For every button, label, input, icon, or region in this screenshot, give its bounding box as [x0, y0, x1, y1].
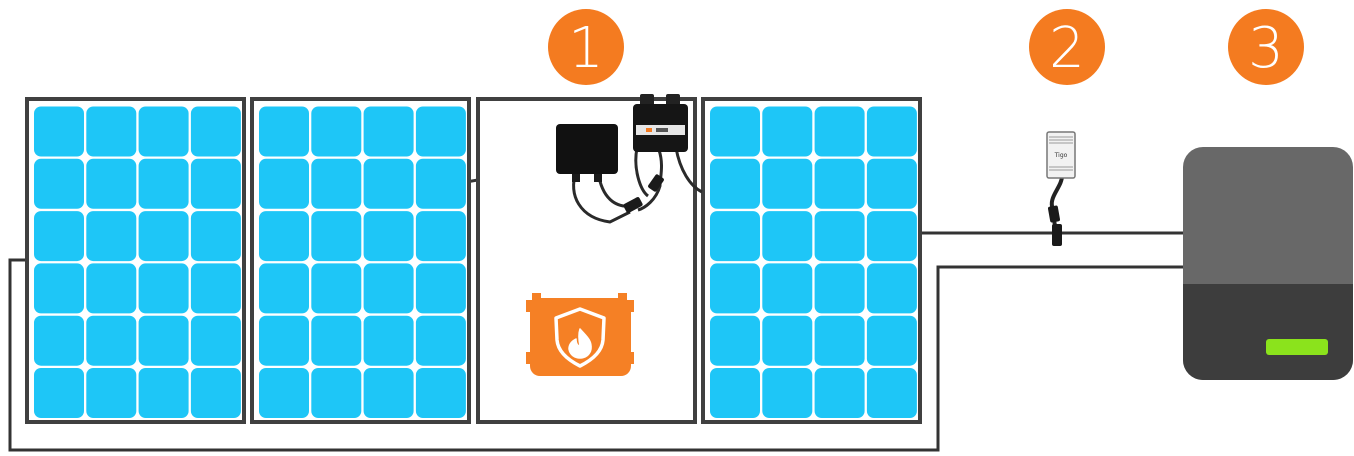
solar-cell [138, 158, 189, 209]
solar-cell [415, 263, 466, 314]
solar-cell [866, 315, 917, 366]
solar-cell [86, 106, 137, 157]
solar-cell [311, 315, 362, 366]
solar-cell [138, 263, 189, 314]
solar-cell [814, 263, 865, 314]
solar-cell [415, 211, 466, 262]
solar-cell [138, 106, 189, 157]
solar-cell [866, 263, 917, 314]
solar-cell [814, 158, 865, 209]
step-number-3: 3 [1248, 16, 1284, 81]
solar-cell [710, 106, 760, 157]
solar-cell [710, 315, 760, 366]
din-rail-switch-icon: Tigo [1046, 131, 1076, 179]
solar-cell [866, 368, 917, 418]
solar-cell [710, 263, 760, 314]
solar-cell [34, 368, 84, 418]
solar-cell [138, 315, 189, 366]
solar-cell [34, 315, 84, 366]
solar-panel-2 [250, 97, 471, 424]
solar-cell [190, 263, 241, 314]
solar-cell [814, 211, 865, 262]
solar-cell [363, 368, 414, 418]
solar-cell [190, 211, 241, 262]
solar-cell [762, 315, 813, 366]
solar-cell [311, 106, 362, 157]
solar-cell [710, 211, 760, 262]
solar-cell [190, 106, 241, 157]
rapid-shutdown-switch: Tigo [1046, 131, 1076, 246]
mc4-connectors [572, 172, 664, 213]
panel-optimizer [633, 94, 688, 152]
solar-cell [814, 315, 865, 366]
fire-shield-icon [554, 307, 606, 368]
solar-cell [363, 158, 414, 209]
solar-cell [363, 263, 414, 314]
solar-cell [259, 315, 309, 366]
solar-cell [190, 315, 241, 366]
solar-cell [762, 106, 813, 157]
solar-cell [762, 211, 813, 262]
step-badge-2: 2 [1029, 9, 1105, 85]
step-number-1: 1 [568, 16, 604, 81]
solar-cell [259, 106, 309, 157]
solar-cell [86, 158, 137, 209]
junction-box [556, 124, 618, 174]
solar-cell [866, 211, 917, 262]
solar-cell [866, 106, 917, 157]
solar-cell [762, 368, 813, 418]
solar-cell [311, 158, 362, 209]
solar-cell [259, 368, 309, 418]
solar-cell [363, 106, 414, 157]
solar-panel-4 [701, 97, 922, 424]
solar-cell [814, 106, 865, 157]
solar-cell [762, 263, 813, 314]
solar-cell [86, 211, 137, 262]
solar-cell [363, 315, 414, 366]
solar-cell [311, 263, 362, 314]
solar-cell [86, 315, 137, 366]
solar-cell [34, 211, 84, 262]
solar-cell [190, 158, 241, 209]
solar-panel-1 [25, 97, 246, 424]
solar-cell [311, 211, 362, 262]
solar-cell [34, 263, 84, 314]
step-badge-1: 1 [548, 9, 624, 85]
step-badge-3: 3 [1228, 9, 1304, 85]
solar-cell [814, 368, 865, 418]
solar-cell [866, 158, 917, 209]
safety-shutdown-device [526, 293, 634, 376]
solar-cell [762, 158, 813, 209]
inverter [1183, 147, 1353, 380]
step-number-2: 2 [1049, 16, 1085, 81]
return-wire-left [8, 258, 1183, 452]
solar-cell [86, 368, 137, 418]
solar-cell [415, 106, 466, 157]
solar-cell [34, 158, 84, 209]
solar-cell [190, 368, 241, 418]
solar-cell [259, 158, 309, 209]
solar-cell [710, 158, 760, 209]
solar-cell [311, 368, 362, 418]
solar-cell [415, 158, 466, 209]
solar-cell [259, 263, 309, 314]
solar-cell [363, 211, 414, 262]
din-switch-label: Tigo [1054, 152, 1068, 159]
solar-cell [86, 263, 137, 314]
solar-cell [710, 368, 760, 418]
solar-cell [138, 211, 189, 262]
solar-cell [138, 368, 189, 418]
inverter-status-led [1266, 339, 1328, 355]
solar-cell [415, 368, 466, 418]
solar-cell [415, 315, 466, 366]
solar-cell [34, 106, 84, 157]
solar-cell [259, 211, 309, 262]
